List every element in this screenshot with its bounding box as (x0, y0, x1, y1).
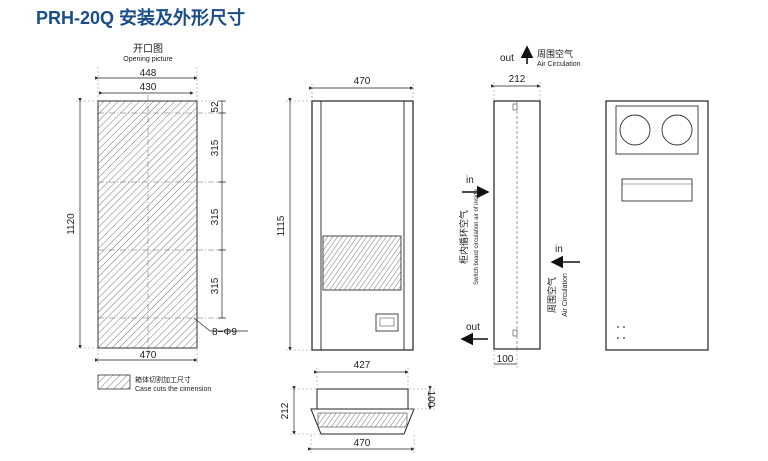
back-view: in 周围空气 Air Circulation (546, 100, 709, 351)
back-air-cn: 周围空气 (546, 277, 557, 313)
dim-100-side: 100 (497, 354, 514, 365)
legend-swatch (97, 374, 131, 390)
in-label-back: in (555, 244, 563, 255)
front-view: 470 1115 (276, 76, 414, 351)
fan-left-icon (619, 114, 651, 146)
dim-470-front: 470 (354, 76, 371, 87)
out-top-cn: 周围空气 (537, 48, 573, 59)
front-grille (322, 235, 402, 291)
legend: 箱体切割加工尺寸 Case cuts the cimension (97, 374, 211, 393)
in-label-side: in (466, 175, 474, 186)
opening-label-cn: 开口图 (133, 43, 163, 55)
dim-1115: 1115 (276, 215, 287, 236)
dim-1120: 1120 (66, 213, 77, 235)
dim-212-bottom: 212 (280, 402, 291, 419)
opening-label-en: Opening picture (123, 56, 173, 63)
dim-100-bottom: 100 (425, 391, 436, 408)
legend-text-en: Case cuts the cimension (135, 386, 211, 393)
legend-text-cn: 箱体切割加工尺寸 (135, 375, 191, 384)
out-top-en: Air Circulation (537, 61, 581, 68)
dim-315-a: 315 (210, 139, 221, 156)
back-air-en: Air Circulation (562, 273, 569, 317)
bottom-view-upper (316, 388, 409, 410)
back-vent (621, 178, 693, 202)
out-bottom-label: out (466, 322, 480, 333)
dim-212-side: 212 (509, 74, 526, 85)
dim-448: 448 (140, 68, 157, 79)
bottom-view: 427 212 100 470 (280, 360, 436, 453)
inside-air-en: Switch board circulation air of inside (474, 188, 480, 284)
dim-430: 430 (140, 82, 157, 93)
holes-label: 8−Φ9 (212, 327, 237, 338)
side-view: out 周围空气 Air Circulation 212 in 柜内循环空气 S… (458, 45, 581, 368)
opening-cutout (97, 100, 198, 349)
fan-right-icon (661, 114, 693, 146)
dim-427: 427 (354, 360, 371, 371)
page-title: PRH-20Q 安装及外形尺寸 (36, 8, 246, 28)
dim-470-bottom: 470 (354, 438, 371, 449)
inside-air-cn: 柜内循环空气 (458, 210, 469, 264)
dim-52: 52 (210, 101, 221, 113)
dim-315-b: 315 (210, 208, 221, 225)
opening-view: 开口图 Opening picture 448 430 52 315 315 3… (66, 43, 248, 363)
dim-315-c: 315 (210, 277, 221, 294)
out-top-label: out (500, 53, 514, 64)
dim-470-opening: 470 (140, 350, 157, 361)
unit-body-front (311, 100, 414, 351)
